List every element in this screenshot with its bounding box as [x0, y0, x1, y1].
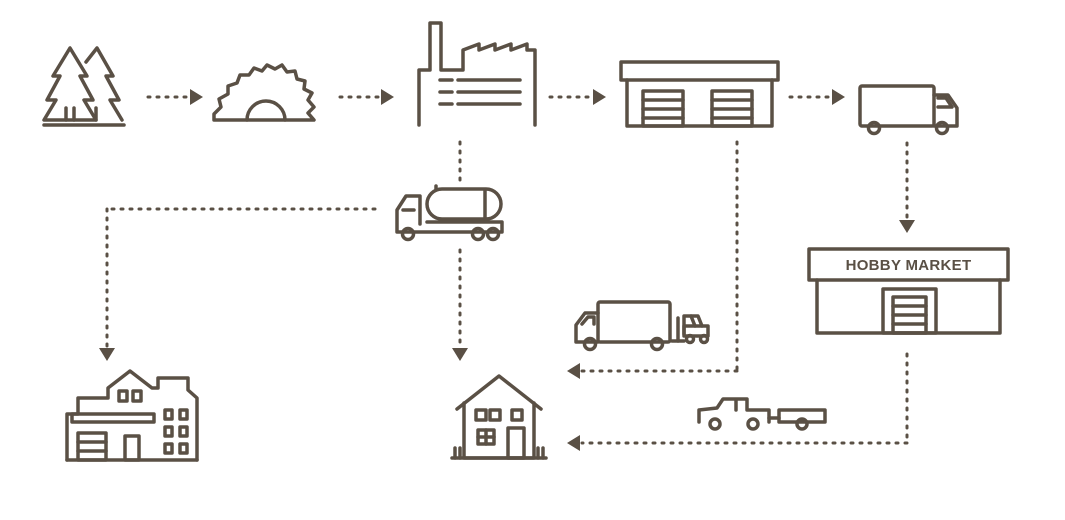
- house-icon: [450, 374, 548, 460]
- store-icon: HOBBY MARKET: [807, 247, 1010, 335]
- trees-icon: [42, 46, 126, 127]
- factory-icon: [417, 21, 537, 127]
- connectors: [99, 89, 915, 451]
- apartment-building-icon: [65, 369, 199, 462]
- box-truck-icon: [858, 84, 959, 136]
- pickup-trailer-icon: [697, 397, 827, 431]
- truck-forklift-icon: [574, 300, 710, 352]
- tanker-truck-icon: [395, 184, 504, 242]
- warehouse-icon: [619, 60, 780, 128]
- saw-blade-icon: [212, 63, 316, 122]
- store-sign: HOBBY MARKET: [846, 257, 972, 274]
